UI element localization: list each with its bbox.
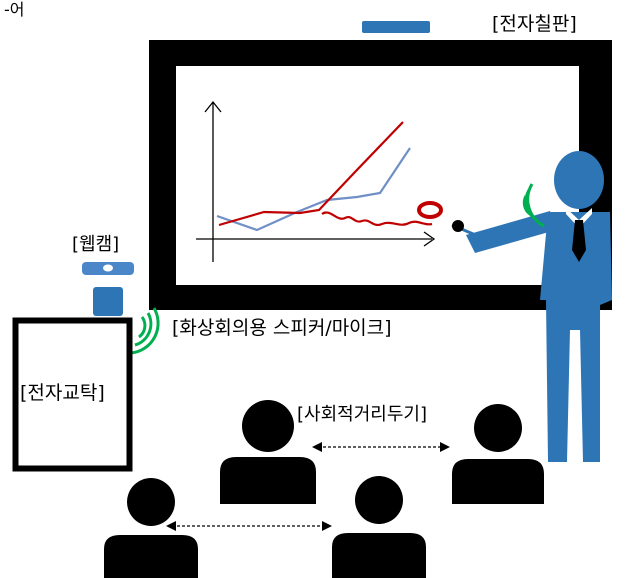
student-icon-top-left xyxy=(220,400,316,504)
presenter-icon xyxy=(451,151,612,462)
webcam-mount-block xyxy=(93,287,123,316)
graph-x-arrowhead xyxy=(423,231,436,247)
board-indicator-bar xyxy=(362,21,430,33)
presenter-tie xyxy=(572,220,586,262)
presenter-head xyxy=(554,151,604,209)
board-graph xyxy=(196,100,443,262)
pen-scribble xyxy=(321,211,433,226)
electronic-board-label: [전자칠판] xyxy=(492,13,577,35)
presenter-arm xyxy=(466,211,556,253)
top-left-text-fragment: -어 xyxy=(4,0,25,19)
student-icon-top-right xyxy=(452,404,544,504)
graph-y-arrowhead xyxy=(204,100,222,113)
electronic-board-screen xyxy=(176,66,579,285)
webcam-label: [웹캠] xyxy=(72,234,120,255)
student-icon-bottom-right xyxy=(332,476,426,578)
graph-red-line xyxy=(218,121,404,227)
double-arrow-icon-bottom xyxy=(166,521,332,531)
pen-circle xyxy=(417,201,443,219)
electronic-desk-label: [전자교탁] xyxy=(20,382,105,404)
signal-waves-icon-desk xyxy=(130,307,160,355)
presenter-body xyxy=(540,212,612,462)
social-distancing-label: [사회적거리두기] xyxy=(297,404,427,425)
electronic-desk xyxy=(12,317,133,472)
webcam-lens xyxy=(103,264,113,272)
signal-waves-icon xyxy=(522,183,545,228)
speaker-mic-label: [화상회의용 스피커/마이크] xyxy=(172,317,392,339)
double-arrow-icon-top xyxy=(312,442,450,452)
pointer-tip xyxy=(452,220,464,232)
student-icon-bottom-left xyxy=(104,478,198,578)
